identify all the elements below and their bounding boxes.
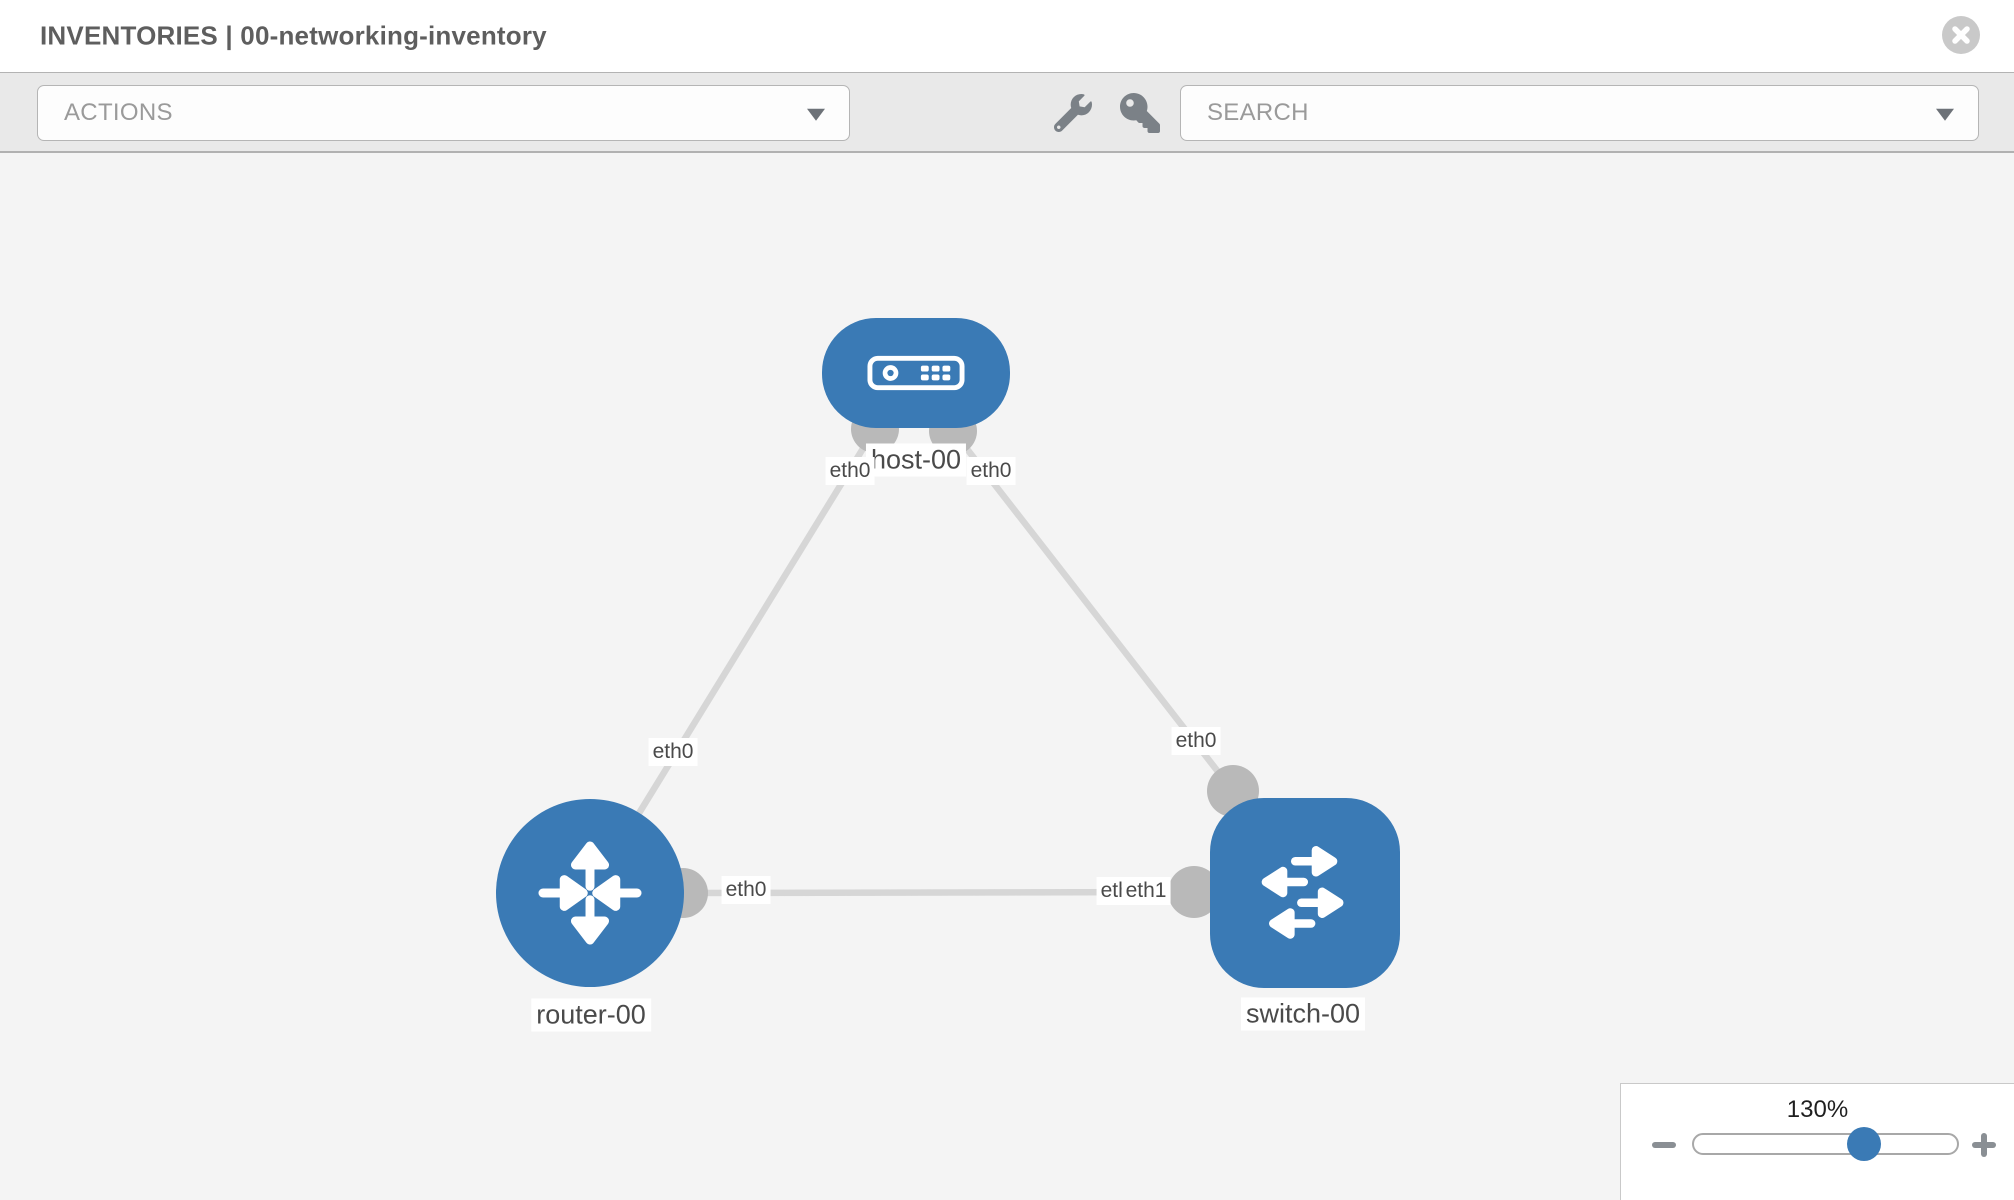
node-switch-00[interactable] (1210, 798, 1400, 988)
plus-icon (1972, 1133, 1996, 1157)
close-button[interactable] (1942, 16, 1980, 54)
toolbar: ACTIONS SEARCH (0, 72, 2014, 153)
actions-dropdown-label: ACTIONS (64, 99, 173, 126)
iface-label-router-eth0-top: eth0 (648, 738, 698, 766)
zoom-in-button[interactable] (1970, 1132, 1998, 1158)
host-icon (867, 355, 965, 391)
actions-dropdown[interactable]: ACTIONS (37, 85, 850, 141)
node-host-00[interactable] (822, 318, 1010, 428)
switch-icon (1261, 846, 1344, 939)
minus-icon (1652, 1142, 1676, 1148)
chevron-down-icon (807, 108, 825, 121)
zoom-slider-thumb[interactable] (1847, 1127, 1881, 1161)
zoom-slider-track[interactable] (1692, 1133, 1959, 1155)
close-icon (1952, 26, 1970, 44)
iface-label-switch-eth0-top: eth0 (1171, 727, 1221, 755)
titlebar: INVENTORIES | 00-networking-inventory (0, 0, 2014, 72)
page-title: INVENTORIES | 00-networking-inventory (40, 20, 547, 51)
router-icon (538, 841, 642, 945)
search-dropdown[interactable]: SEARCH (1180, 85, 1979, 141)
configure-tool-button[interactable] (1051, 91, 1095, 135)
chevron-down-icon (1936, 108, 1954, 121)
wrench-icon (1054, 94, 1092, 132)
node-label-switch-00: switch-00 (1240, 997, 1366, 1031)
zoom-control-panel: 130% (1620, 1083, 2014, 1200)
node-label-router-00: router-00 (531, 998, 651, 1032)
node-router-00[interactable] (496, 799, 684, 987)
search-dropdown-label: SEARCH (1207, 99, 1309, 126)
iface-label-switch-eth1: eth1 (1121, 877, 1171, 905)
node-label-host-00: host-00 (865, 443, 967, 477)
iface-label-router-eth0-right: eth0 (721, 876, 771, 904)
key-icon (1120, 93, 1160, 133)
links-layer (587, 405, 1259, 918)
iface-label-host-eth0-right: eth0 (966, 457, 1016, 485)
iface-label-host-eth0-left: eth0 (825, 457, 875, 485)
topology-canvas[interactable]: host-00 router-00 switch-00 eth0 eth0 et… (0, 153, 2014, 1200)
zoom-level-text: 130% (1786, 1096, 1849, 1123)
credentials-tool-button[interactable] (1118, 91, 1162, 135)
interface-dot-switch-eth1[interactable] (1168, 866, 1220, 918)
zoom-out-button[interactable] (1650, 1132, 1678, 1158)
